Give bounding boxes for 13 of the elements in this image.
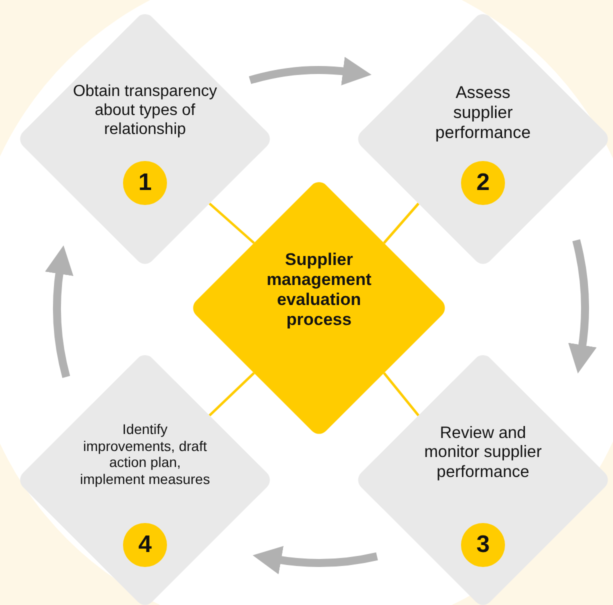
connector-line — [383, 202, 420, 244]
connector-line — [208, 202, 255, 244]
step-text: Identify improvements, draft action plan, implement measures — [79, 421, 211, 488]
step-text: Review and monitor supplier performance — [423, 424, 543, 482]
cycle-arrow — [252, 546, 378, 574]
connector-line — [208, 372, 255, 416]
cycle-arrow — [45, 245, 74, 378]
step-text: Obtain transparency about types of relationship — [72, 83, 218, 140]
connector-line — [383, 372, 420, 416]
center-title: Supplier management evaluation process — [266, 250, 372, 330]
cycle-arrow — [568, 239, 596, 374]
cycle-arrow — [249, 57, 372, 86]
step-text: Assess supplier performance — [434, 83, 532, 144]
